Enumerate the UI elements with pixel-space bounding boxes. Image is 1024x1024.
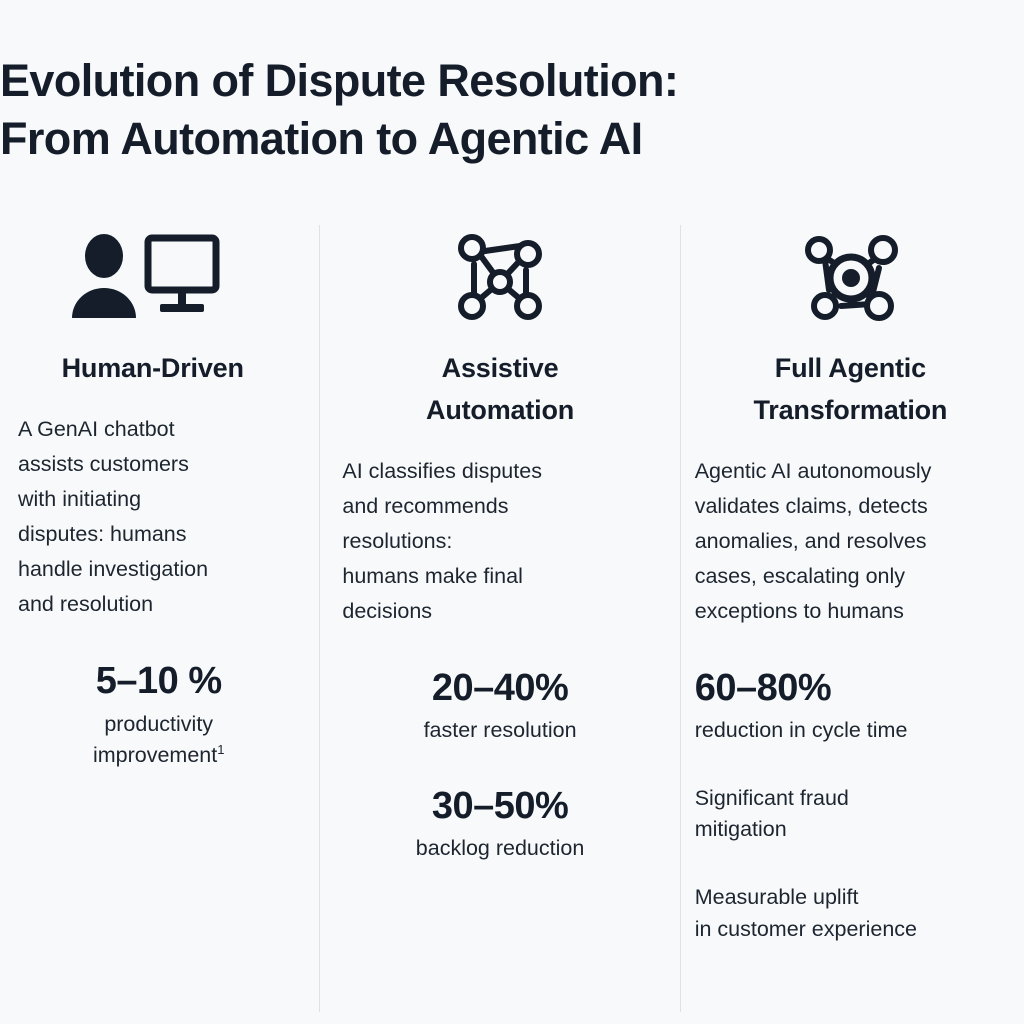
stat-label-text: improvement bbox=[92, 742, 218, 767]
stat-block: 60–80% reduction in cycle time bbox=[695, 667, 1018, 747]
stage-heading-line-1: Assistive bbox=[441, 353, 559, 383]
footnote-marker: 1 bbox=[217, 741, 225, 757]
note-line-2: in customer experience bbox=[694, 917, 917, 941]
note-line-1: Measurable uplift bbox=[694, 885, 859, 910]
stage-note: Measurable uplift in customer experience bbox=[695, 882, 1018, 946]
stage-note: Significant fraud mitigation bbox=[695, 783, 1018, 847]
stage-heading: Human-Driven bbox=[18, 348, 299, 390]
column-divider-1 bbox=[319, 225, 321, 1012]
stat-block: 30–50% backlog reduction bbox=[342, 785, 657, 865]
stat-label: productivity improvement1 bbox=[18, 709, 299, 771]
stage-icon-wrap bbox=[18, 222, 299, 330]
stat-value: 30–50% bbox=[431, 784, 569, 827]
stat-value: 60–80% bbox=[694, 666, 832, 709]
page-title-line-2: From Automation to Agentic AI bbox=[0, 112, 643, 164]
description-line: A GenAI chatbot bbox=[18, 416, 175, 441]
description-line: disputes: humans bbox=[18, 521, 187, 546]
stat-block: 20–40% faster resolution bbox=[342, 667, 657, 747]
description-line: resolutions: bbox=[342, 528, 453, 553]
stage-description: AI classifies disputes and recommends re… bbox=[342, 454, 657, 629]
stage-column-assistive-automation: Assistive Automation AI classifies dispu… bbox=[320, 222, 679, 1024]
stage-column-full-agentic-transformation: Full Agentic Transformation Agentic AI a… bbox=[681, 222, 1024, 1024]
person-with-monitor-icon bbox=[68, 234, 220, 318]
agentic-hub-network-icon bbox=[801, 230, 901, 322]
stage-icon-wrap bbox=[342, 222, 657, 330]
stage-heading: Full Agentic Transformation bbox=[695, 348, 1018, 432]
stage-heading: Assistive Automation bbox=[342, 348, 657, 432]
stat-block: 5–10 % productivity improvement1 bbox=[18, 660, 299, 771]
stage-description: Agentic AI autonomously validates claims… bbox=[695, 454, 1018, 629]
stages-container: Human-Driven A GenAI chatbot assists cus… bbox=[0, 222, 1024, 1024]
description-line: assists customers bbox=[18, 451, 189, 476]
note-line-2: mitigation bbox=[694, 817, 787, 842]
network-nodes-icon bbox=[452, 230, 548, 322]
stage-column-human-driven: Human-Driven A GenAI chatbot assists cus… bbox=[0, 222, 319, 1024]
stat-label: reduction in cycle time bbox=[695, 715, 1018, 746]
stage-heading-line-2: Automation bbox=[426, 394, 575, 425]
note-line-1: Significant fraud bbox=[694, 785, 849, 810]
stat-label-line-1: reduction in cycle time bbox=[694, 718, 908, 743]
description-line: anomalies, and resolves bbox=[694, 528, 927, 553]
stat-label: faster resolution bbox=[342, 715, 657, 746]
stat-label-line-1: backlog reduction bbox=[415, 836, 585, 861]
stat-label-line-1: faster resolution bbox=[423, 718, 577, 743]
stat-label-line-1: productivity bbox=[104, 711, 214, 736]
stat-label: backlog reduction bbox=[342, 833, 657, 864]
description-line: and recommends bbox=[342, 493, 509, 518]
stage-icon-wrap bbox=[695, 222, 1018, 330]
description-line: humans make final bbox=[342, 563, 523, 588]
stage-description: A GenAI chatbot assists customers with i… bbox=[18, 412, 299, 622]
description-line: handle investigation bbox=[18, 556, 209, 581]
page-title-line-1: Evolution of Dispute Resolution: bbox=[0, 55, 679, 106]
description-line: Agentic AI autonomously bbox=[694, 458, 932, 483]
description-line: decisions bbox=[342, 598, 433, 623]
stat-value: 5–10 % bbox=[95, 660, 222, 703]
stat-label-line-2: improvement1 bbox=[18, 740, 299, 771]
description-line: with initiating bbox=[18, 486, 142, 511]
stage-heading-line-2: Transformation bbox=[753, 394, 948, 425]
description-line: AI classifies disputes bbox=[342, 458, 542, 483]
description-line: validates claims, detects bbox=[694, 493, 928, 518]
stat-value: 20–40% bbox=[431, 666, 569, 709]
description-line: and resolution bbox=[18, 592, 154, 616]
stage-heading-line-1: Full Agentic bbox=[774, 353, 926, 383]
page-title: Evolution of Dispute Resolution: From Au… bbox=[0, 52, 860, 167]
stage-heading-line-1: Human-Driven bbox=[61, 353, 244, 383]
description-line: exceptions to humans bbox=[694, 598, 904, 623]
column-divider-2 bbox=[679, 225, 681, 1012]
description-line: cases, escalating only bbox=[694, 563, 906, 588]
